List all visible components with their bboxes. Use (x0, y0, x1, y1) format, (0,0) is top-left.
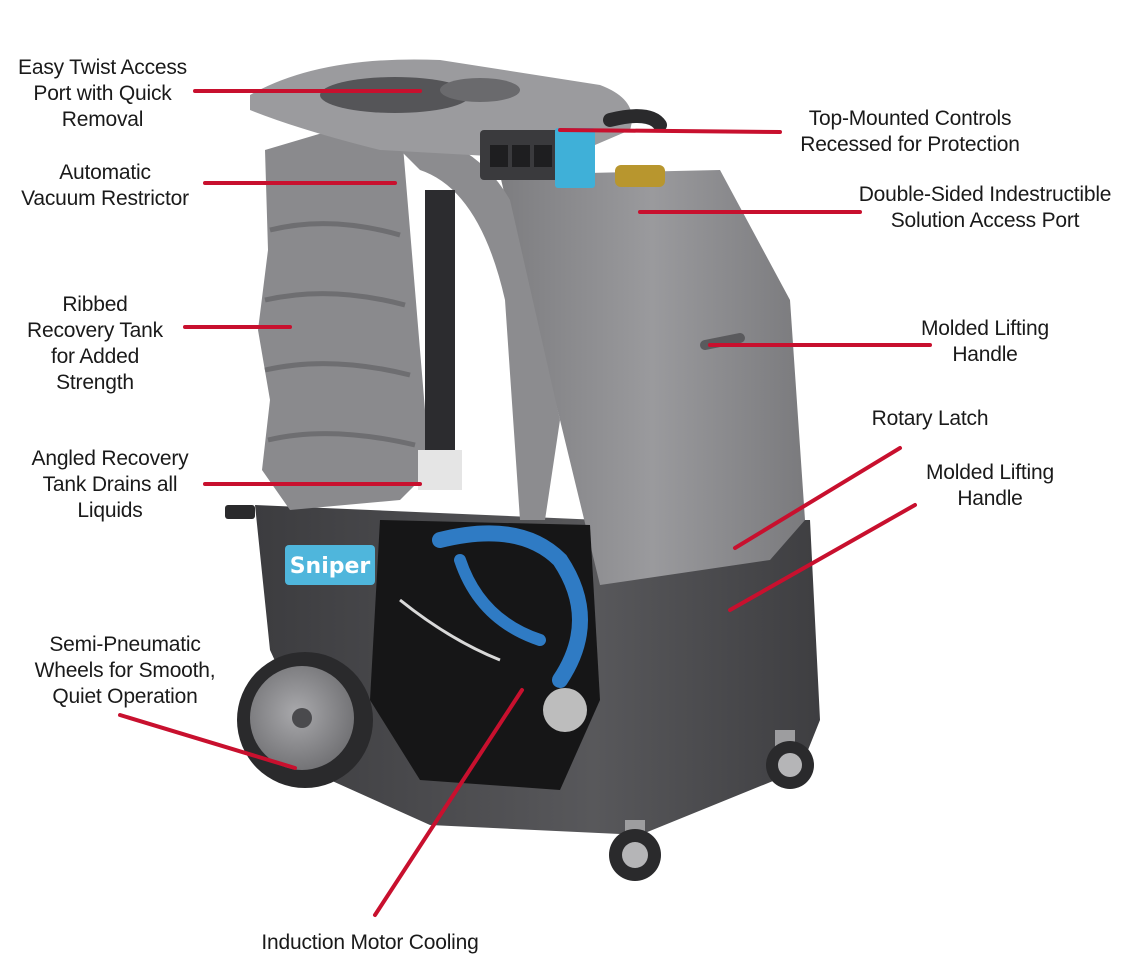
label-easy-twist-access-port: Easy Twist Access Port with Quick Remova… (18, 56, 187, 131)
label-solution-access-port: Double-Sided Indestructible Solution Acc… (858, 183, 1112, 232)
leader-lines (118, 89, 932, 917)
solution-tank (500, 170, 805, 585)
label-top-mounted-controls: Top-Mounted Controls Recessed for Protec… (800, 107, 1020, 156)
label-ribbed-recovery-tank: Ribbed Recovery Tank for Added Strength (27, 293, 163, 394)
label-induction-motor-cooling: Induction Motor Cooling (261, 931, 479, 954)
handle-arch (380, 130, 560, 520)
label-molded-lifting-handle-1: Molded Lifting Handle (921, 317, 1049, 366)
brand-plate (285, 545, 375, 585)
label-automatic-vacuum-restrictor: Automatic Vacuum Restrictor (21, 161, 189, 210)
label-rotary-latch: Rotary Latch (871, 407, 989, 430)
vacuum-column (425, 190, 455, 450)
label-molded-lifting-handle-2: Molded Lifting Handle (926, 461, 1054, 510)
label-semi-pneumatic-wheels: Semi-Pneumatic Wheels for Smooth, Quiet … (34, 633, 216, 708)
label-angled-recovery-tank: Angled Recovery Tank Drains all Liquids (31, 447, 189, 522)
recovery-tank (258, 110, 430, 510)
brand-text: Sniper (290, 554, 371, 579)
